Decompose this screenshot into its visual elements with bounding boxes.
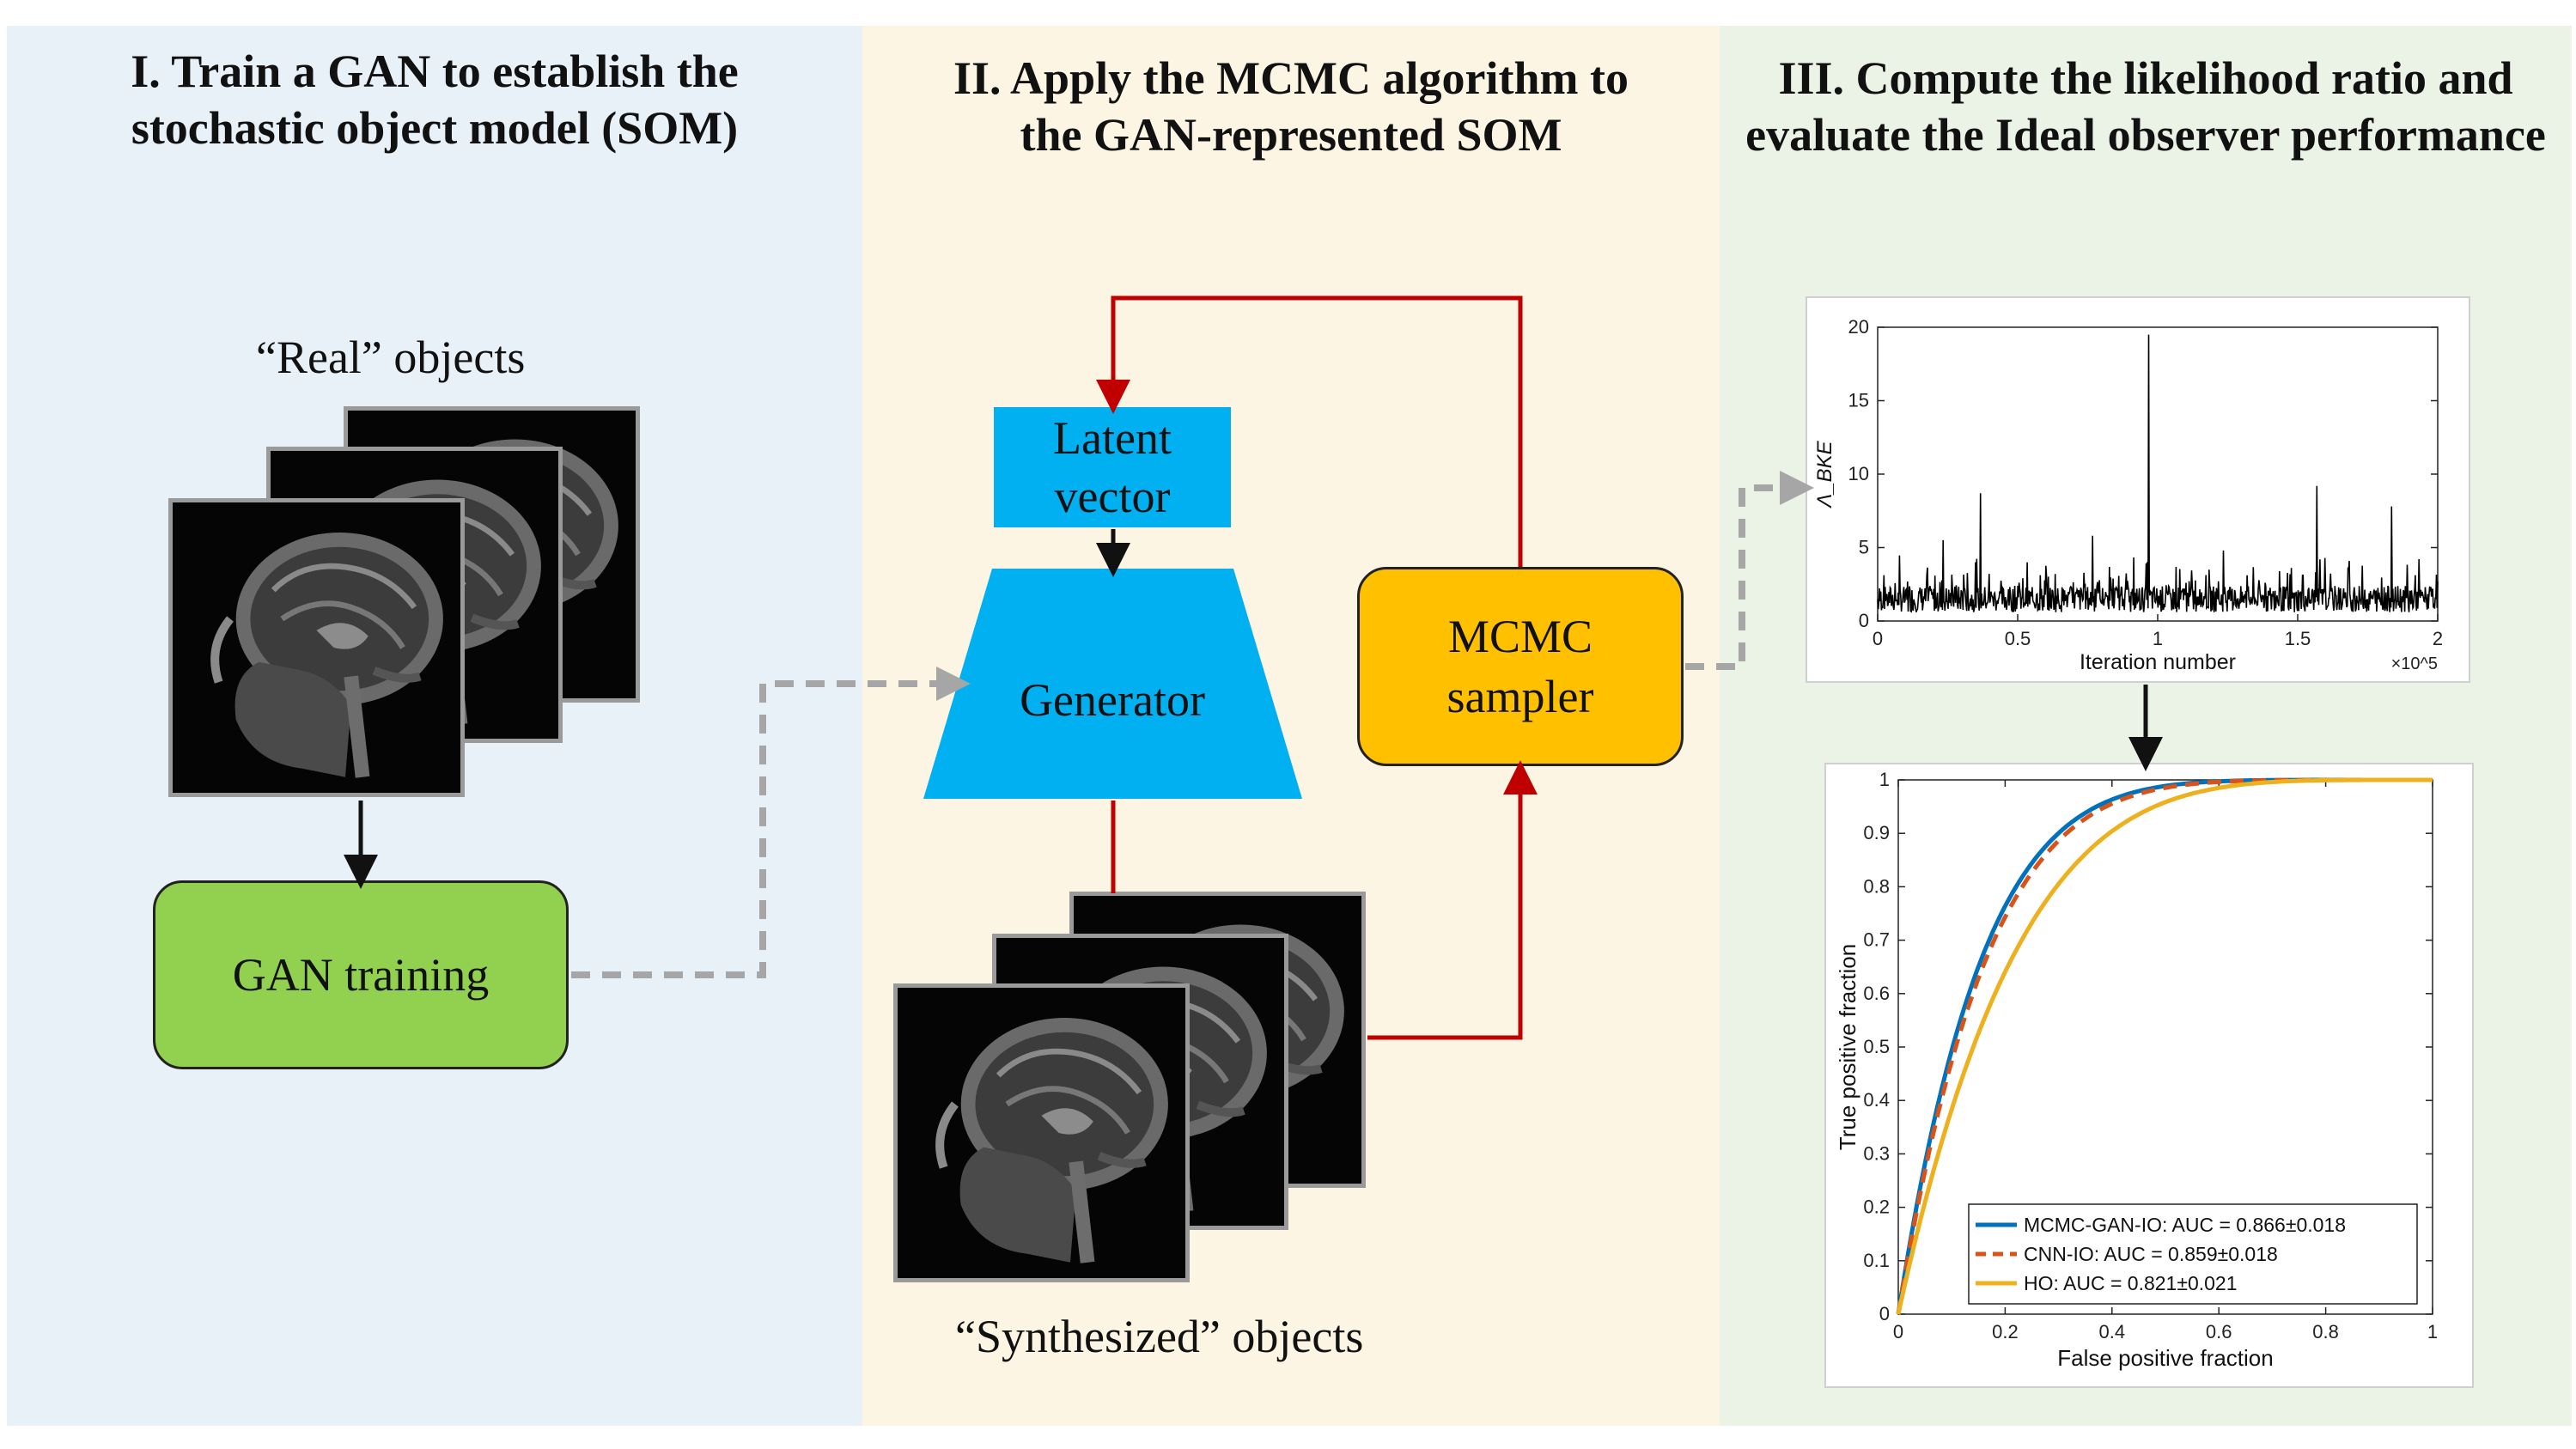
x-tick-label: 2 [2433,628,2443,649]
roc-curve-ho [1896,777,2433,1316]
y-tick-label: 0.9 [1863,822,1890,843]
x-tick-label: 1 [2153,628,2163,649]
legend-label-mcmc_gan: MCMC-GAN-IO: AUC = 0.866±0.018 [2024,1214,2346,1236]
y-tick-label: 15 [1848,390,1869,411]
roc-curve-cnn [1896,777,2433,1315]
panel-1-title: I. Train a GAN to establish the stochast… [7,43,862,156]
y-tick-label: 0.7 [1863,929,1890,951]
panel-1-title-line2: stochastic object model (SOM) [131,102,739,154]
y-tick-label: 0 [1879,1303,1890,1324]
x-tick-label: 0.4 [2099,1321,2126,1342]
y-tick-label: 0 [1859,610,1869,631]
y-axis-label: True positive fraction [1835,944,1860,1150]
y-axis-label: Λ_BKE [1813,440,1836,508]
panel-2-title: II. Apply the MCMC algorithm to the GAN-… [862,50,1720,163]
panel-3-title: III. Compute the likelihood ratio and ev… [1720,50,2572,163]
x-tick-label: 0 [1873,628,1883,649]
synth-mri-image-1 [893,983,1190,1282]
x-multiplier-label: ×10^5 [2391,654,2438,673]
roc-chart: 0 0.1 0.2 0.3 0.4 0.5 0.6 0.7 0.8 0.9 1 0 0.2 0.4 0.6 0… [1835,769,2438,1371]
x-tick-label: 0.5 [2005,628,2031,649]
legend-label-ho: HO: AUC = 0.821±0.021 [2024,1272,2238,1294]
arrow-mcmc-to-latent [1096,295,1523,567]
y-tick-label: 10 [1848,463,1869,484]
x-tick-label: 0 [1893,1321,1903,1342]
x-tick-label: 1.5 [2285,628,2311,649]
mcmc-sampler-label-line2: sampler [1446,671,1594,722]
x-tick-label: 0.6 [2206,1321,2232,1342]
y-tick-label: 20 [1848,316,1869,338]
panel-2-title-line2: the GAN-represented SOM [1020,109,1562,161]
arrow-synth-to-mcmc [1367,760,1538,1040]
y-tick-label: 0.6 [1863,983,1890,1004]
panel-3-title-line1: III. Compute the likelihood ratio and [1778,52,2513,104]
roc-plot: 0 0.1 0.2 0.3 0.4 0.5 0.6 0.7 0.8 0.9 1 0 0.2 0.4 0.6 0… [1824,763,2474,1388]
synthesized-objects-label: “Synthesized” objects [955,1311,1364,1362]
y-tick-label: 1 [1879,769,1890,790]
y-tick-label: 5 [1859,537,1869,558]
y-tick-label: 0.1 [1863,1250,1890,1271]
y-tick-label: 0.2 [1863,1196,1890,1218]
y-tick-label: 0.4 [1863,1089,1890,1111]
x-tick-label: 0.8 [2312,1321,2339,1342]
y-tick-label: 0.5 [1863,1036,1890,1057]
real-mri-image-1 [168,498,465,797]
latent-vector-label-line1: Latent [1053,412,1172,464]
latent-vector-box: Latent vector [994,407,1231,527]
gan-training-box: GAN training [153,880,569,1069]
dashed-arrow-mcmc-to-plot [1685,471,1814,670]
plot-frame [1877,326,2439,622]
legend-label-cnn: CNN-IO: AUC = 0.859±0.018 [2024,1243,2278,1265]
mcmc-sampler-label-line1: MCMC [1447,611,1593,662]
x-axis-label: False positive fraction [2057,1345,2273,1371]
dashed-arrow-gan-to-generator [571,667,971,978]
panel-3-title-line2: evaluate the Ideal observer performance [1745,109,2546,161]
mcmc-sampler-box: MCMC sampler [1357,567,1684,766]
generator-label: Generator [1020,674,1205,726]
gan-training-label: GAN training [232,949,490,1001]
x-tick-label: 1 [2427,1321,2438,1342]
latent-vector-label-line2: vector [1054,471,1171,522]
lr-trace-line [1877,334,2439,613]
panel-1-title-line1: I. Train a GAN to establish the [131,46,739,97]
real-objects-label: “Real” objects [256,332,526,383]
roc-legend [1968,1203,2418,1305]
x-axis-label: Iteration number [2080,650,2236,674]
generator-trapezoid [923,569,1302,799]
panel-2-title-line1: II. Apply the MCMC algorithm to [953,52,1629,104]
x-tick-label: 0.2 [1992,1321,2019,1342]
y-tick-label: 0.8 [1863,875,1890,897]
y-tick-label: 0.3 [1863,1142,1890,1164]
